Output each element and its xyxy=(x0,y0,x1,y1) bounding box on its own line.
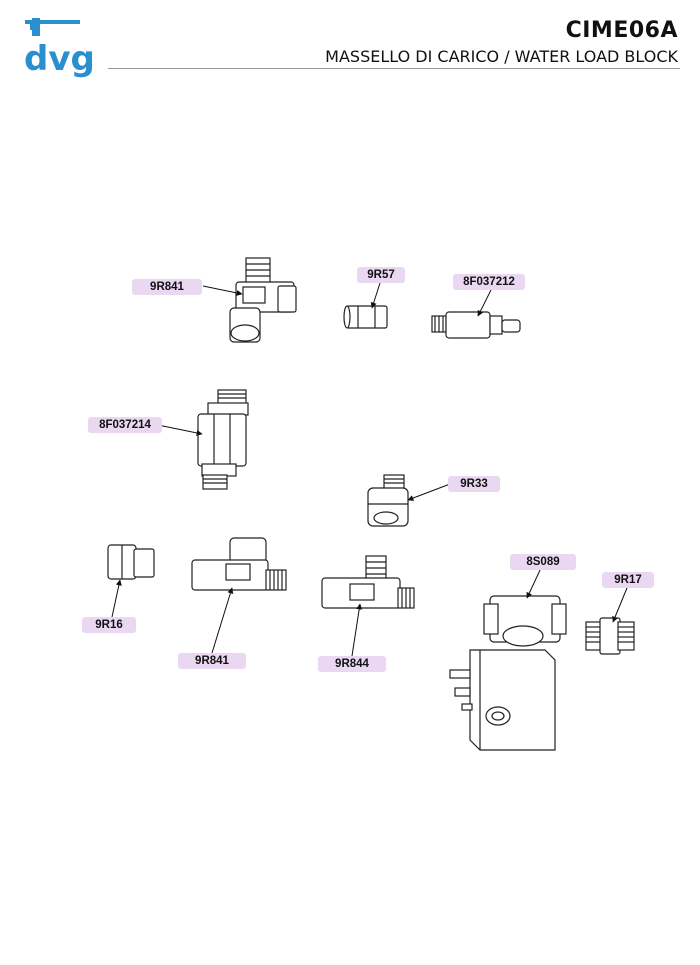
part-8f037214 xyxy=(197,389,249,490)
part-label-9r57: 9R57 xyxy=(357,267,405,283)
document-code: CIME06A xyxy=(565,18,678,43)
part-label-9r841-middle: 9R841 xyxy=(178,653,246,669)
part-label-9r33: 9R33 xyxy=(448,476,500,492)
header-rule xyxy=(108,68,680,69)
part-9r57 xyxy=(343,305,388,329)
part-9r17 xyxy=(585,617,635,655)
leader-lines xyxy=(111,282,628,657)
part-label-9r844: 9R844 xyxy=(318,656,386,672)
part-9r33 xyxy=(367,474,409,527)
part-label-9r16: 9R16 xyxy=(82,617,136,633)
part-9r841-middle xyxy=(191,537,287,591)
part-8s089 xyxy=(449,595,567,751)
part-label-9r17: 9R17 xyxy=(602,572,654,588)
svg-text:dvg: dvg xyxy=(24,39,95,79)
part-label-9r841-top: 9R841 xyxy=(132,279,202,295)
document-title: MASSELLO DI CARICO / WATER LOAD BLOCK xyxy=(325,47,678,66)
part-9r844 xyxy=(321,555,415,609)
part-8f037212 xyxy=(431,311,521,339)
part-9r16 xyxy=(107,544,155,580)
part-label-8f037212: 8F037212 xyxy=(453,274,525,290)
part-label-8s089: 8S089 xyxy=(510,554,576,570)
part-label-8f037214: 8F037214 xyxy=(88,417,162,433)
dvg-logo: dvg xyxy=(24,18,95,79)
part-9r841-top xyxy=(229,257,297,343)
